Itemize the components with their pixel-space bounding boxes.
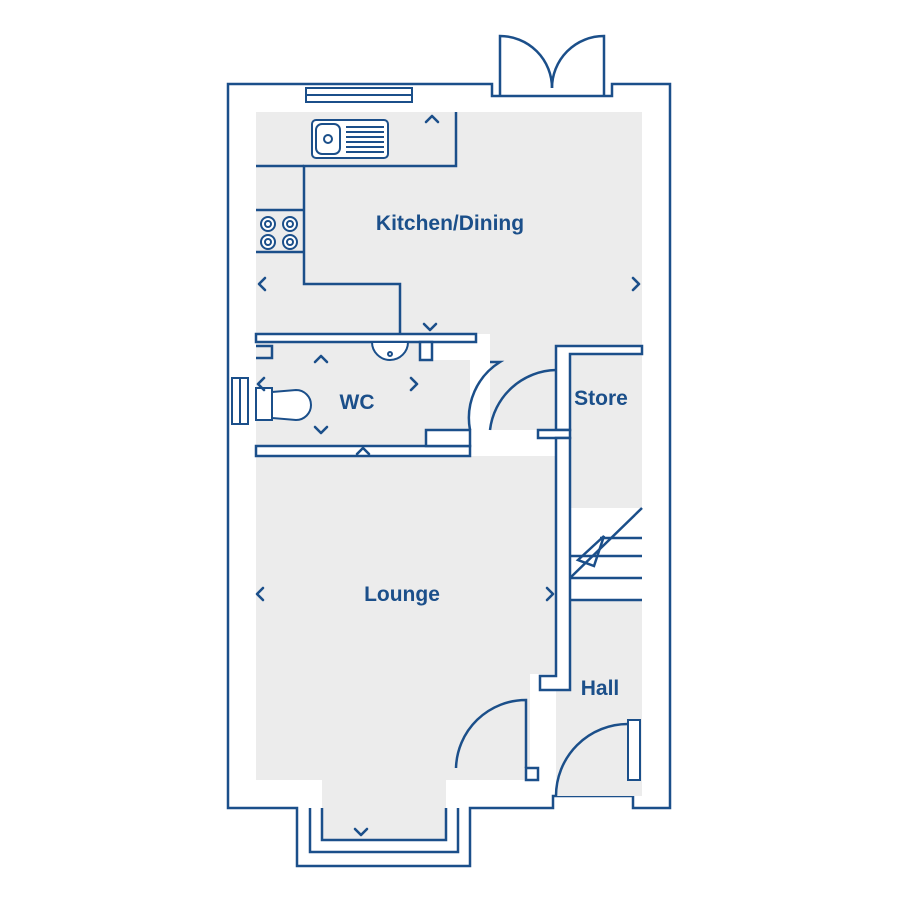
french-door-left [498,34,554,96]
hall-floor [556,600,642,796]
internal-walls [254,332,644,854]
store-door [488,368,557,431]
kitchen-floor [256,112,642,430]
label-wc: WC [340,391,375,414]
store-floor [570,354,642,508]
toilet-icon [255,387,273,421]
hob-icon [260,216,298,250]
label-kitchen-dining: Kitchen/Dining [376,212,524,235]
label-hall: Hall [581,677,620,700]
dimension-markers [255,114,641,837]
floor-areas [256,112,642,840]
sink-icon [311,119,389,159]
wc-fixtures [255,341,410,422]
french-door-right [550,34,606,96]
lounge-floor [256,456,556,840]
hall-window [627,719,641,781]
doors [454,34,629,797]
worktop [302,112,458,334]
front-door [554,722,629,797]
kitchen-units [256,112,458,334]
windows [231,87,641,781]
room-labels: Kitchen/Dining WC Store Lounge Hall [340,212,628,700]
wc-door [467,360,505,431]
wc-floor [256,342,470,446]
staircase [569,507,643,602]
label-store: Store [574,387,628,410]
label-lounge: Lounge [364,583,440,606]
lounge-door [454,698,528,769]
